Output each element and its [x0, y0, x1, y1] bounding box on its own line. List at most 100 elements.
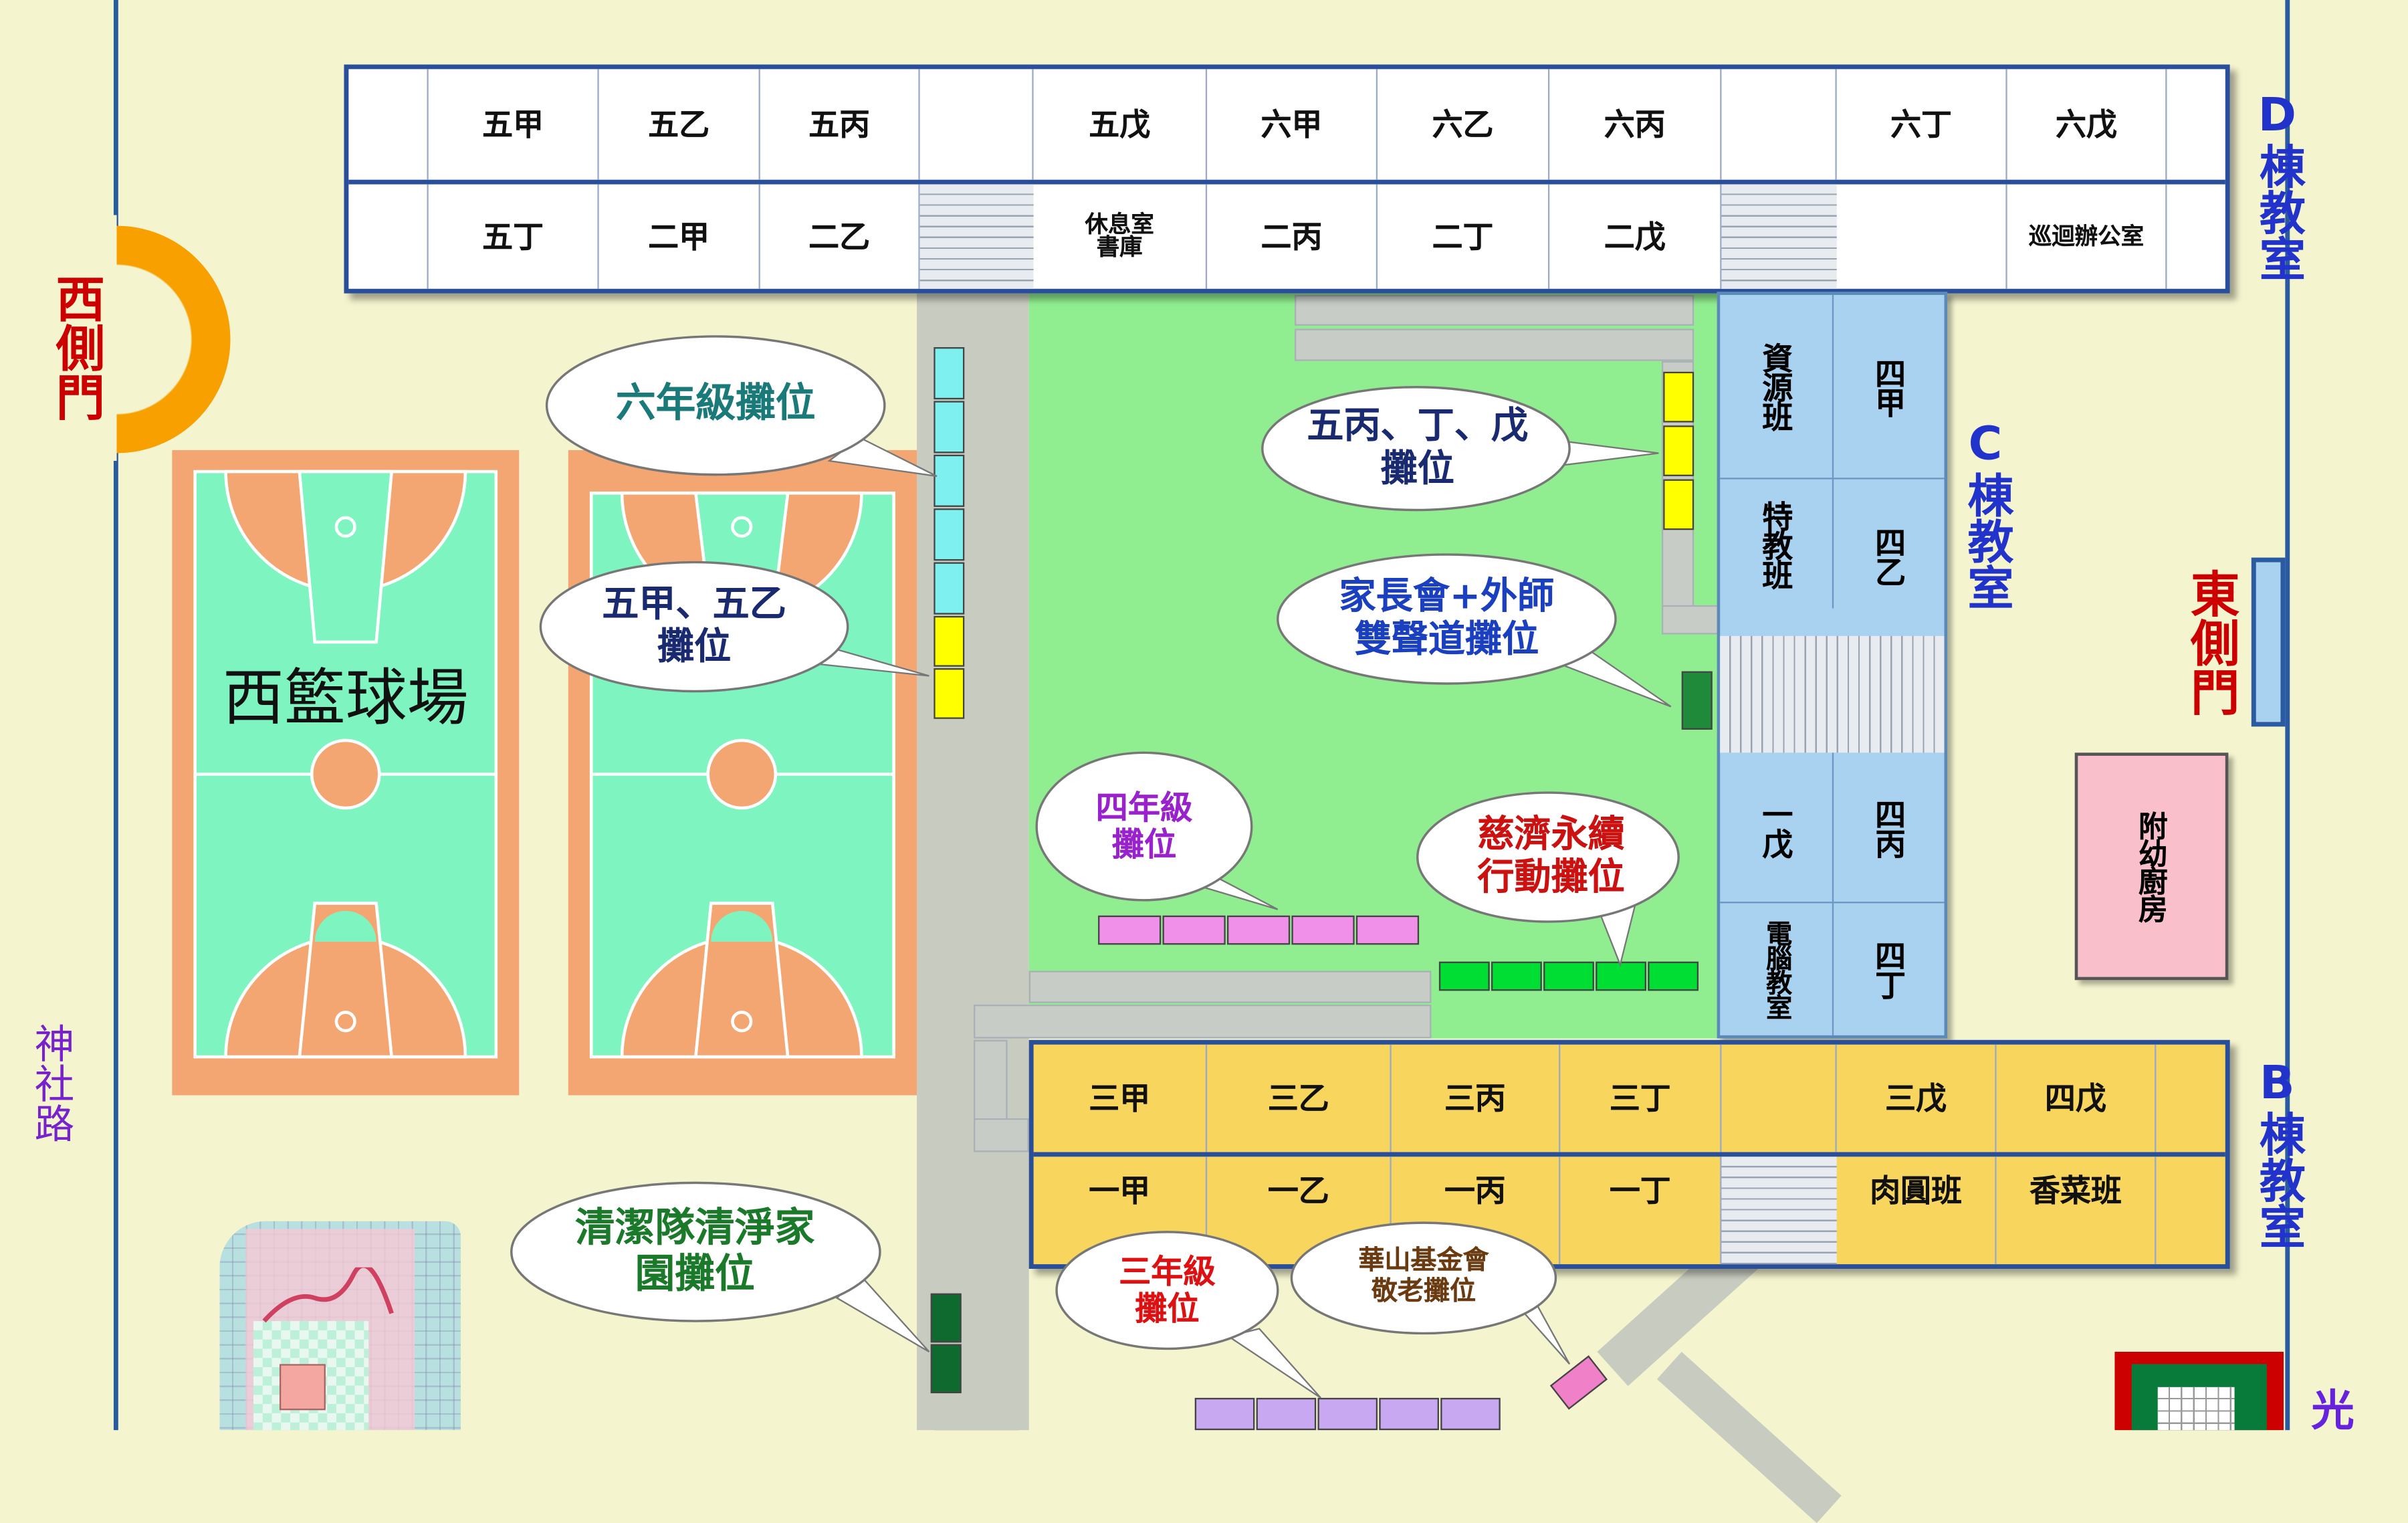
- room: 六乙: [1378, 69, 1550, 180]
- room: 香菜班: [1997, 1156, 2157, 1265]
- divider: [348, 179, 2225, 185]
- garden-pavilion: [279, 1364, 326, 1411]
- booth: [934, 401, 965, 453]
- room: 資源班: [1720, 294, 1834, 480]
- room: 五丙: [760, 69, 920, 180]
- speech-bubble: [1261, 386, 1659, 512]
- room: 一丙: [1392, 1156, 1561, 1265]
- stairs: [919, 184, 1034, 289]
- booth: [1663, 479, 1694, 530]
- speech-bubble: [1277, 553, 1672, 708]
- booth: [1663, 425, 1694, 476]
- speech-bubble: [545, 335, 938, 478]
- west-gate-label: 西側門: [48, 272, 107, 421]
- booth: [1438, 961, 1490, 991]
- booth: [934, 562, 965, 615]
- partial-label: 光: [2311, 1385, 2355, 1437]
- bubble-huashan: 華山基金會敬老攤位: [1358, 1246, 1489, 1308]
- bubble-grade4: 四年級攤位: [1095, 789, 1193, 864]
- kitchen: 附幼廚房: [2074, 752, 2229, 981]
- booth: [1098, 915, 1162, 945]
- speech-bubble: [539, 561, 929, 693]
- room: 六丙: [1549, 69, 1722, 180]
- booth: [1291, 915, 1355, 945]
- campus-map: 五甲 五乙 五丙 五戊 六甲 六乙 六丙 六丁 六戊 五丁 二甲 二乙 休息室書…: [0, 0, 2355, 1523]
- booth: [1648, 961, 1699, 991]
- speech-bubble: [1035, 751, 1279, 910]
- booth: [1355, 915, 1420, 945]
- speech-bubble: [1290, 1221, 1571, 1365]
- room: 二丙: [1207, 184, 1378, 289]
- west-boundary-line: [113, 0, 118, 1431]
- bubble-grade3: 三年級攤位: [1119, 1253, 1216, 1328]
- room: 一甲: [1034, 1156, 1208, 1265]
- d-building-label: D棟教室: [2250, 89, 2304, 282]
- booth: [1663, 371, 1694, 423]
- b-building-label: B棟教室: [2250, 1055, 2304, 1248]
- speech-bubble: [1055, 1231, 1321, 1399]
- room: 三乙: [1207, 1044, 1392, 1152]
- booth: [1543, 961, 1594, 991]
- room: 六丁: [1837, 69, 2007, 180]
- c-building-label: C棟教室: [1958, 417, 2013, 610]
- bubble-grade6: 六年級攤位: [615, 381, 816, 427]
- corridor: [974, 1118, 1029, 1152]
- room: 休息室書庫: [1034, 184, 1208, 289]
- corridor: [1028, 971, 1432, 1003]
- booth: [934, 615, 965, 667]
- room: 三丙: [1392, 1044, 1561, 1152]
- bubble-grade5ab: 五甲、五乙攤位: [602, 583, 786, 669]
- booth: [1317, 1397, 1378, 1431]
- mask: [0, 215, 117, 461]
- booth: [930, 1293, 962, 1343]
- room: 二甲: [599, 184, 760, 289]
- room-empty: [348, 184, 429, 289]
- room: 三甲: [1034, 1044, 1208, 1152]
- room: 六甲: [1207, 69, 1378, 180]
- room: 肉圓班: [1837, 1156, 1997, 1265]
- booth: [934, 454, 965, 507]
- room: 四乙: [1870, 526, 1907, 586]
- room: 特教班: [1720, 479, 1834, 609]
- divider: [1033, 1152, 2225, 1157]
- room-empty: [1721, 69, 1837, 180]
- room: 五丁: [429, 184, 599, 289]
- booth: [934, 508, 965, 561]
- corridor: [1295, 328, 1694, 361]
- east-gate-label: 東側門: [2183, 567, 2241, 716]
- room-empty: [1721, 1044, 1837, 1152]
- room: 一丁: [1560, 1156, 1722, 1265]
- shrine-road-label: 神社路: [27, 1022, 74, 1142]
- stairs: [1721, 184, 1837, 289]
- stairs: [1721, 1156, 1837, 1265]
- room: 巡迴辦公室: [2007, 184, 2167, 289]
- room: 五乙: [599, 69, 760, 180]
- room: 四丁: [1870, 940, 1907, 999]
- room: 二戊: [1549, 184, 1722, 289]
- room: 一戊: [1720, 752, 1834, 904]
- room: 六戊: [2007, 69, 2167, 180]
- bubble-parents: 家長會+外師雙聲道攤位: [1339, 575, 1555, 661]
- booth: [1226, 915, 1291, 945]
- booth: [1681, 671, 1713, 730]
- room: 四戊: [1997, 1044, 2157, 1152]
- bubble-cleaning: 清潔隊清淨家園攤位: [575, 1206, 815, 1298]
- room: 四甲: [1834, 295, 1945, 480]
- garden-stream: [262, 1267, 394, 1323]
- building-b: 三甲 三乙 三丙 三丁 三戊 四戊 一甲 一乙 一丙 一丁 肉圓班 香菜班: [1028, 1039, 2230, 1269]
- booth: [1440, 1397, 1501, 1431]
- bubble-tzuchi: 慈濟永續行動攤位: [1477, 813, 1625, 899]
- room-empty: [1837, 184, 2007, 289]
- east-gate: [2251, 557, 2286, 727]
- court-west: [172, 449, 520, 1096]
- building-c: 資源班 特教班 四甲 四乙 一戊 電腦教室 四丙 四丁: [1717, 292, 1948, 1039]
- room: 五戊: [1034, 69, 1208, 180]
- bubble-grade5cde: 五丙、丁、戊攤位: [1307, 404, 1529, 490]
- speech-bubble: [510, 1181, 930, 1352]
- room-empty: [348, 69, 429, 180]
- booth: [1491, 961, 1542, 991]
- stairs: [1720, 635, 1945, 753]
- room: 四丙: [1834, 752, 1945, 904]
- room: 三戊: [1837, 1044, 1997, 1152]
- structure-grid: [2157, 1387, 2235, 1431]
